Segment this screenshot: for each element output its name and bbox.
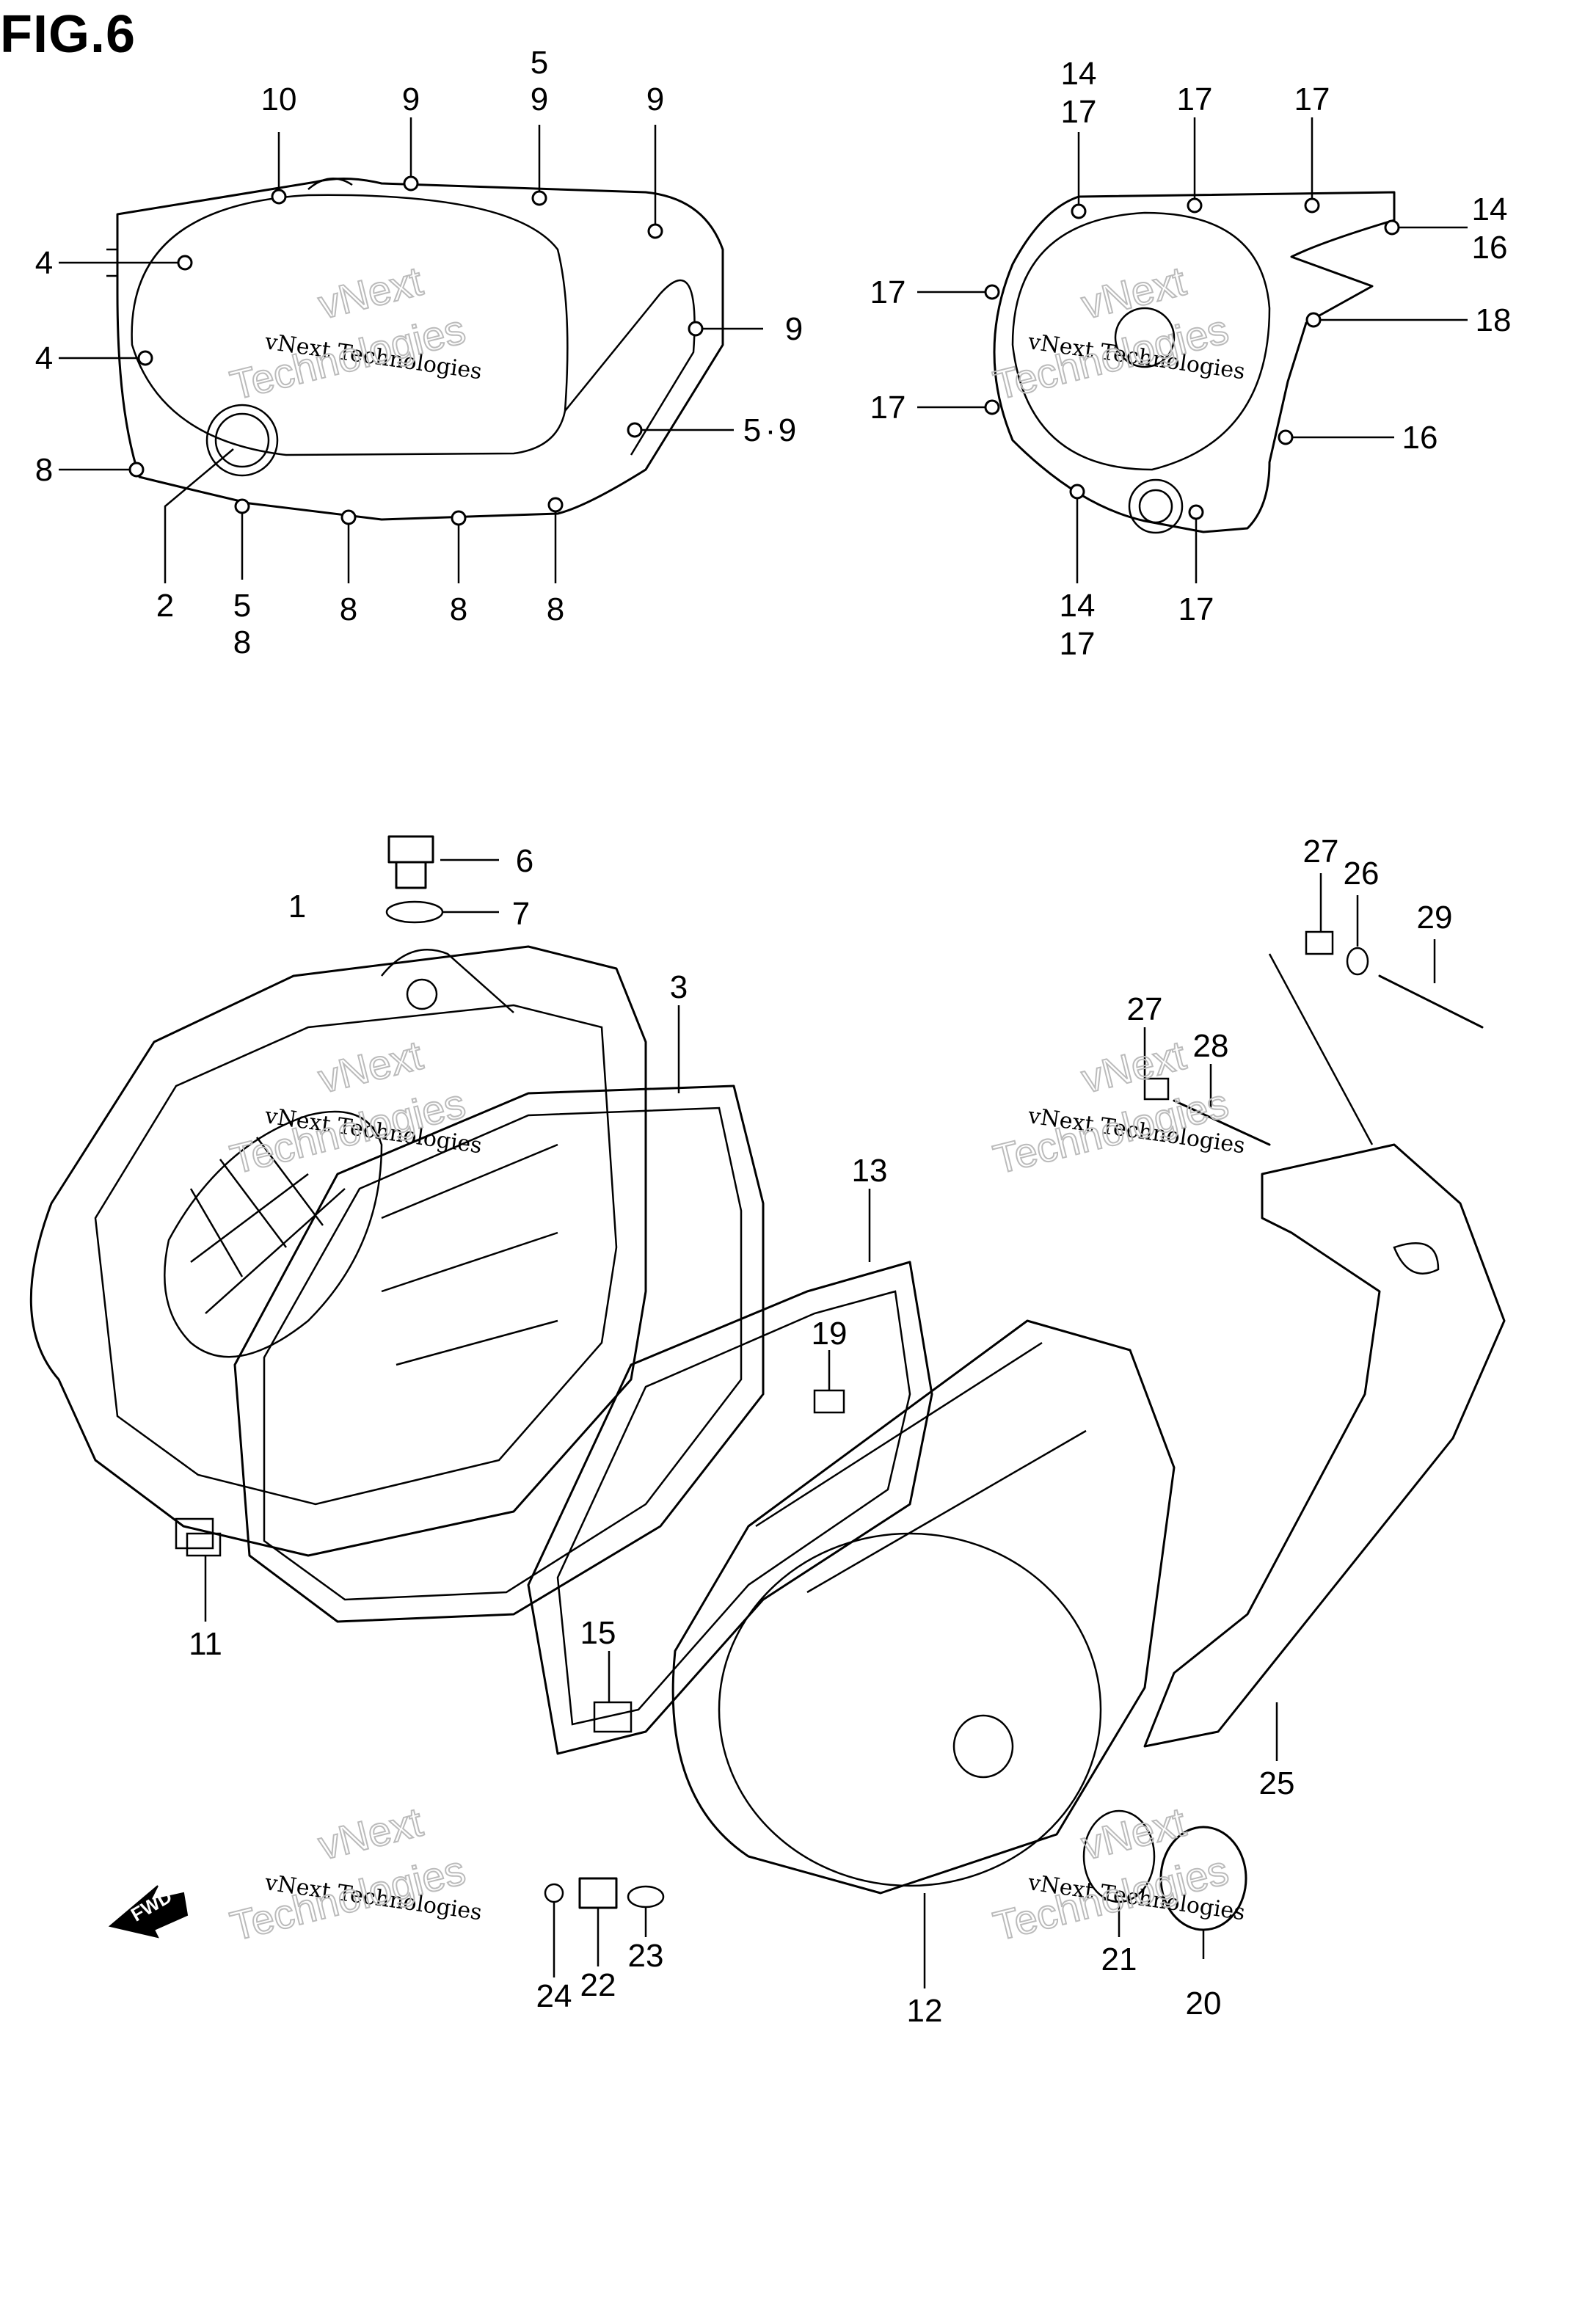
callout-10: 10 <box>261 81 297 117</box>
callout-part-19: 19 <box>812 1316 848 1352</box>
callout-16b: 16 <box>1402 420 1438 456</box>
crankcase-cover-right <box>671 1319 1176 1988</box>
callout-8b: 8 <box>233 624 251 660</box>
callout-5c: 5 <box>233 588 251 624</box>
callout-17d: 17 <box>870 274 906 310</box>
gasket-3 <box>233 1005 765 1623</box>
callout-9d: 9 <box>785 311 803 347</box>
callout-part-23: 23 <box>628 1938 664 1974</box>
callout-part-15: 15 <box>580 1615 616 1651</box>
callout-part-21: 21 <box>1101 1942 1137 1977</box>
outer-cover-25 <box>1143 873 1506 1761</box>
callout-part-28: 28 <box>1193 1028 1229 1064</box>
callout-part-26: 26 <box>1344 856 1380 892</box>
gasket-13 <box>527 1189 933 1755</box>
figure-title: FIG.6 <box>0 5 136 64</box>
dowel-pins <box>186 1350 845 1733</box>
callout-9a: 9 <box>402 81 420 117</box>
callout-part-12: 12 <box>907 1993 943 2029</box>
watermark-top-right: vNext vNext Technologies Technologies <box>988 257 1247 409</box>
clutch-cover-outline <box>59 117 763 583</box>
callout-14a: 14 <box>1061 56 1097 92</box>
watermark-bottom-right: vNext vNext Technologies Technologies <box>988 1798 1247 1950</box>
callout-17g: 17 <box>1178 591 1214 627</box>
callout-17b: 17 <box>1177 81 1213 117</box>
callout-part-7: 7 <box>512 896 530 932</box>
callout-part-20: 20 <box>1186 1986 1222 2021</box>
callout-part-27a: 27 <box>1303 834 1339 870</box>
callout-9b: 9 <box>531 81 548 117</box>
callout-16a: 16 <box>1472 230 1508 266</box>
callout-17c: 17 <box>1294 81 1330 117</box>
callout-part-22: 22 <box>580 1967 616 2003</box>
callout-part-13: 13 <box>852 1153 888 1189</box>
bolt-holes-right <box>984 197 1400 520</box>
callout-4a: 4 <box>35 245 53 281</box>
watermark-group: vNext vNext Technologies Technologies vN… <box>225 257 1247 1950</box>
callout-labels: 10 9 5 9 9 4 4 9 8 5 · 9 2 5 8 8 8 8 14 … <box>35 45 1512 2029</box>
bolt-holes-left <box>128 175 704 526</box>
leader-lines-left <box>59 117 763 583</box>
watermark-mid-left: vNext vNext Technologies Technologies <box>225 1031 484 1184</box>
callout-14c: 14 <box>1060 588 1096 624</box>
callout-9c: 9 <box>646 81 664 117</box>
oil-filler-cap <box>385 835 499 924</box>
callout-8c: 8 <box>340 591 357 627</box>
callout-5b: 5 <box>743 412 761 448</box>
forward-arrow-icon: FWD <box>108 1885 189 1939</box>
callout-part-6: 6 <box>516 843 533 879</box>
callout-8a: 8 <box>35 452 53 488</box>
callout-4b: 4 <box>35 340 53 376</box>
watermark-top-left: vNext vNext Technologies Technologies <box>225 257 484 409</box>
leader-lines-right <box>917 117 1468 583</box>
callout-part-3: 3 <box>670 969 688 1005</box>
callout-17a: 17 <box>1061 94 1097 130</box>
callout-part-27b: 27 <box>1127 991 1163 1027</box>
callout-17e: 17 <box>870 390 906 426</box>
callout-18: 18 <box>1476 302 1512 338</box>
crankcase-cover-left <box>29 945 647 1557</box>
callout-14b: 14 <box>1472 192 1508 227</box>
watermark-bottom-left: vNext vNext Technologies Technologies <box>225 1798 484 1950</box>
callout-part-1: 1 <box>288 889 306 925</box>
callout-part-24: 24 <box>536 1978 572 2014</box>
callout-2: 2 <box>156 588 174 624</box>
magneto-cover-outline <box>917 117 1468 583</box>
cover-cap-parts <box>1082 1809 1247 1959</box>
callout-9e: 9 <box>779 412 796 448</box>
callout-8e: 8 <box>547 591 564 627</box>
callout-dot-59: · <box>765 412 776 448</box>
drain-plug-parts <box>544 1877 665 1977</box>
callout-part-25: 25 <box>1259 1765 1295 1801</box>
callout-5a: 5 <box>531 45 548 81</box>
callout-part-29: 29 <box>1417 900 1453 936</box>
callout-part-11: 11 <box>189 1626 222 1662</box>
callout-17f: 17 <box>1060 626 1096 662</box>
callout-8d: 8 <box>450 591 467 627</box>
